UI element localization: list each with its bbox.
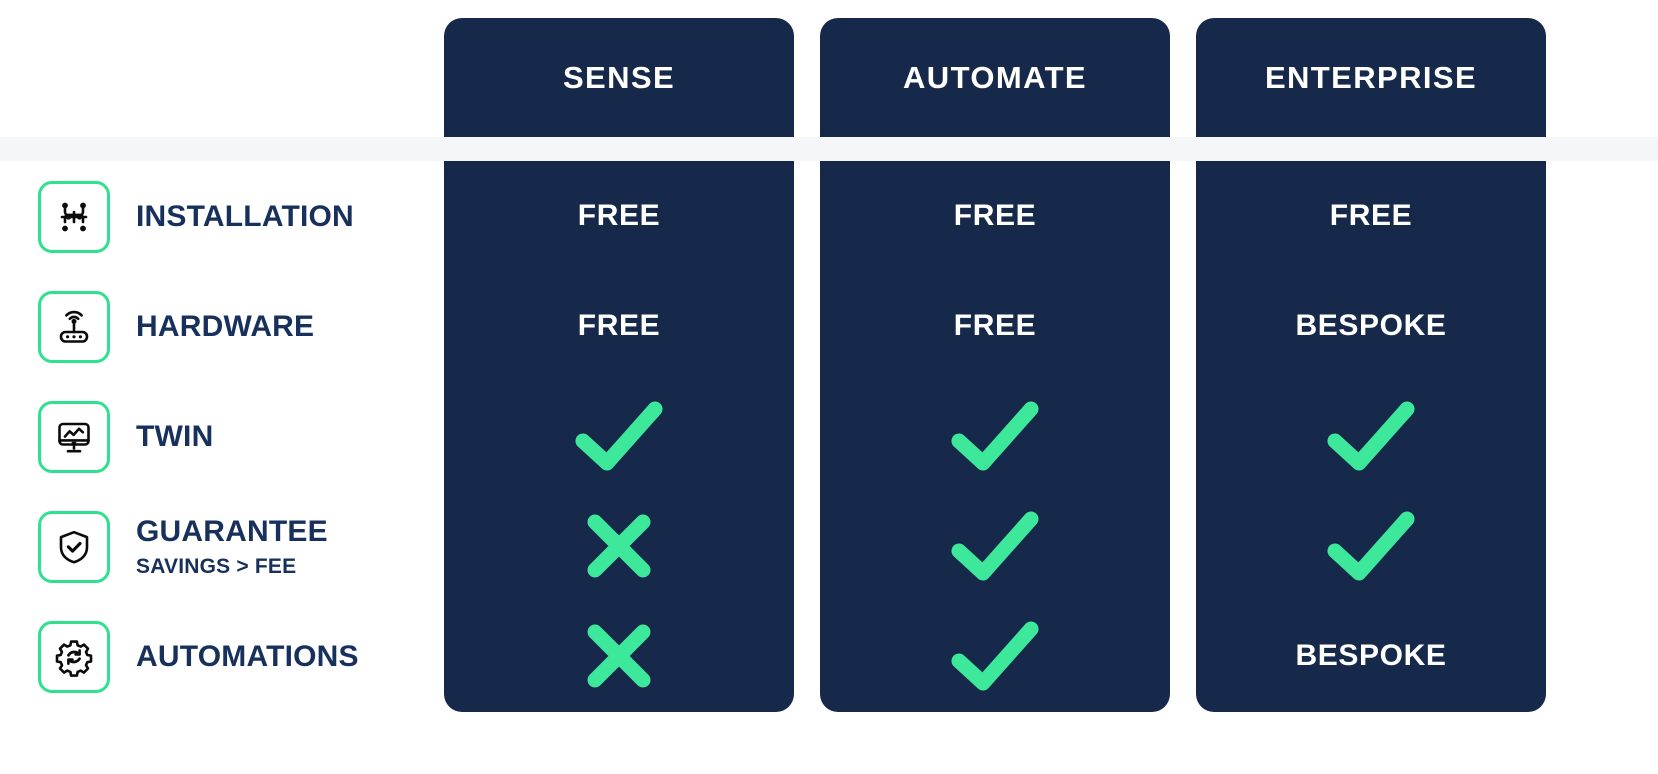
cell-value: FREE [577,309,661,342]
plan-body-automate: FREE FREE [820,161,1170,712]
check-icon [1327,511,1415,581]
gear-refresh-icon [38,621,110,693]
cell-value: BESPOKE [1295,639,1447,672]
plan-body-sense: FREE FREE [444,161,794,712]
feature-row-automations: AUTOMATIONS [38,602,359,712]
monitor-chart-icon [38,401,110,473]
cell-enterprise-installation: FREE [1196,161,1546,271]
cell-automate-installation: FREE [820,161,1170,271]
cell-enterprise-automations: BESPOKE [1196,601,1546,711]
cell-automate-hardware: FREE [820,271,1170,381]
cell-sense-twin [444,381,794,491]
plan-header-label: AUTOMATE [903,59,1087,95]
plan-header-enterprise[interactable]: ENTERPRISE [1196,18,1546,137]
check-icon [951,511,1039,581]
wifi-router-icon [38,291,110,363]
cell-automate-twin [820,381,1170,491]
cell-sense-automations [444,601,794,711]
feature-label-column: INSTALLATION HARDWARE [0,162,430,712]
feature-label: HARDWARE [136,310,315,344]
cell-automate-automations [820,601,1170,711]
check-icon [575,401,663,471]
feature-label: AUTOMATIONS [136,640,359,674]
cell-value: FREE [577,199,661,232]
feature-label: GUARANTEE [136,515,328,549]
cell-automate-guarantee [820,491,1170,601]
cell-enterprise-hardware: BESPOKE [1196,271,1546,381]
feature-label: TWIN [136,420,214,454]
shield-check-icon [38,511,110,583]
cell-sense-hardware: FREE [444,271,794,381]
cell-value: FREE [953,199,1037,232]
check-icon [1327,401,1415,471]
check-icon [951,401,1039,471]
cell-sense-guarantee [444,491,794,601]
cell-value: FREE [953,309,1037,342]
cell-value: BESPOKE [1295,309,1447,342]
cross-icon [587,514,651,578]
cell-enterprise-guarantee [1196,491,1546,601]
feature-row-installation: INSTALLATION [38,162,354,272]
header-body-divider [0,137,1658,161]
cell-sense-installation: FREE [444,161,794,271]
feature-row-guarantee: GUARANTEE SAVINGS > FEE [38,492,328,602]
plan-header-label: SENSE [562,59,676,95]
feature-row-twin: TWIN [38,382,213,492]
feature-sublabel: SAVINGS > FEE [136,554,297,578]
circuit-nodes-icon [38,181,110,253]
feature-row-hardware: HARDWARE [38,272,314,382]
check-icon [951,621,1039,691]
plan-body-enterprise: FREE BESPOKE BESPOKE [1196,161,1546,712]
cell-value: FREE [1329,199,1413,232]
plan-header-sense[interactable]: SENSE [444,18,794,137]
cell-enterprise-twin [1196,381,1546,491]
plan-header-automate[interactable]: AUTOMATE [820,18,1170,137]
plan-header-label: ENTERPRISE [1264,59,1478,95]
feature-label: INSTALLATION [136,200,354,234]
cross-icon [587,624,651,688]
